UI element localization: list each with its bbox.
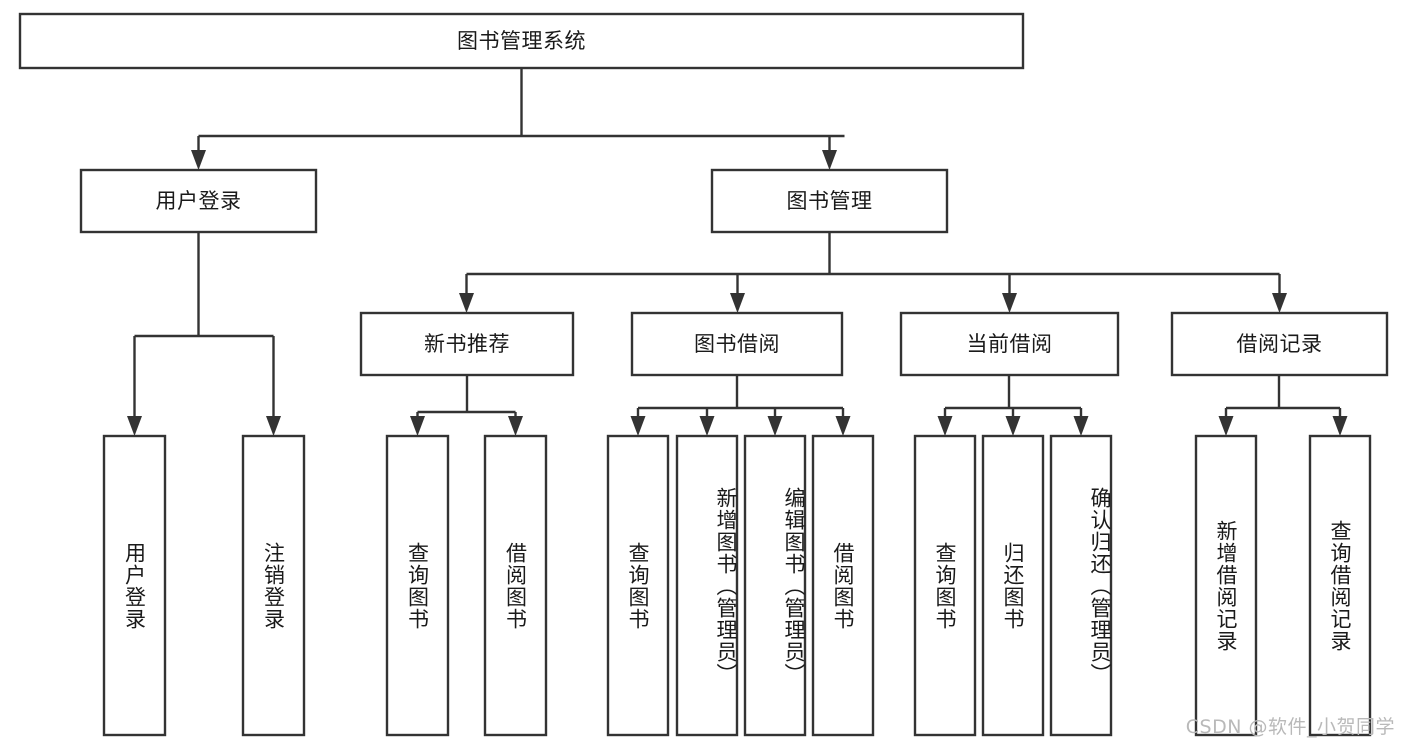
node-book-manage[interactable]: 图书管理	[710, 168, 949, 234]
node-new-book-recommend[interactable]: 新书推荐	[359, 311, 575, 377]
node-leaf-user-login[interactable]	[102, 434, 167, 737]
node-leaf-borrow-book-recommend[interactable]	[483, 434, 548, 737]
arrow-head-a-leaf-query-book-current	[937, 416, 953, 436]
connector-c-recommend-bus	[416, 375, 517, 418]
node-root[interactable]: 图书管理系统	[18, 12, 1025, 70]
node-box-new-book-recommend	[359, 311, 575, 377]
node-leaf-edit-book[interactable]	[743, 434, 807, 737]
node-box-root	[18, 12, 1025, 70]
node-box-leaf-borrow-book-recommend	[483, 434, 548, 737]
node-leaf-logout[interactable]	[241, 434, 306, 737]
arrow-head-a-leaf-return-book	[1005, 416, 1021, 436]
arrow-head-a-new-book-recommend	[459, 293, 474, 313]
connector-lines-group	[133, 68, 1342, 418]
connector-c-bookmanage-bus	[465, 232, 1281, 295]
node-label-current-borrow: 当前借阅	[967, 332, 1053, 356]
node-leaf-query-book-borrow[interactable]	[606, 434, 670, 737]
node-label-book-manage: 图书管理	[787, 189, 873, 213]
node-box-book-borrow	[630, 311, 844, 377]
arrow-head-a-leaf-add-borrow-record	[1218, 416, 1234, 436]
node-box-leaf-user-login	[102, 434, 167, 737]
arrow-head-a-leaf-logout	[266, 416, 281, 436]
node-label-book-borrow: 图书借阅	[694, 332, 780, 356]
arrow-head-a-leaf-user-login	[127, 416, 142, 436]
node-leaf-return-book[interactable]	[981, 434, 1045, 737]
node-borrow-record[interactable]: 借阅记录	[1170, 311, 1389, 377]
connector-c-borrow-bus	[636, 375, 845, 418]
node-leaf-add-borrow-record[interactable]	[1194, 434, 1258, 737]
arrow-head-a-leaf-edit-book	[767, 416, 783, 436]
node-box-leaf-edit-book	[743, 434, 807, 737]
connector-c-userlogin-bus	[133, 232, 275, 418]
node-box-leaf-confirm-return	[1049, 434, 1113, 737]
arrow-head-a-borrow-record	[1272, 293, 1287, 313]
node-box-leaf-add-borrow-record	[1194, 434, 1258, 737]
node-user-login[interactable]: 用户登录	[79, 168, 318, 234]
node-label-root: 图书管理系统	[457, 29, 586, 53]
node-box-book-manage	[710, 168, 949, 234]
connector-c-current-bus	[943, 375, 1083, 418]
arrow-head-a-leaf-add-book	[699, 416, 715, 436]
node-leaf-borrow-book[interactable]	[811, 434, 875, 737]
node-label-user-login: 用户登录	[156, 189, 242, 213]
node-box-leaf-add-book	[675, 434, 739, 737]
node-leaf-add-book[interactable]	[675, 434, 739, 737]
node-label-new-book-recommend: 新书推荐	[424, 332, 510, 356]
arrow-head-a-user-login	[191, 150, 206, 170]
arrow-head-a-book-manage	[822, 150, 837, 170]
arrow-heads-group	[127, 150, 1348, 436]
node-leaf-query-book-recommend[interactable]	[385, 434, 450, 737]
node-current-borrow[interactable]: 当前借阅	[899, 311, 1120, 377]
arrow-head-a-leaf-query-book-borrow	[630, 416, 646, 436]
node-leaf-query-book-current[interactable]	[913, 434, 977, 737]
node-book-borrow[interactable]: 图书借阅	[630, 311, 844, 377]
arrow-head-a-leaf-confirm-return	[1073, 416, 1089, 436]
node-box-borrow-record	[1170, 311, 1389, 377]
node-box-leaf-borrow-book	[811, 434, 875, 737]
arrow-head-a-leaf-borrow-book	[835, 416, 851, 436]
node-box-leaf-query-book-current	[913, 434, 977, 737]
connector-c-root-bus	[197, 68, 845, 152]
node-box-leaf-query-book-recommend	[385, 434, 450, 737]
watermark-text: CSDN @软件_小贺同学	[1185, 716, 1395, 738]
node-leaf-confirm-return[interactable]	[1049, 434, 1113, 737]
node-box-leaf-query-borrow-record	[1308, 434, 1372, 737]
arrow-head-a-leaf-query-book-recommend	[410, 416, 425, 436]
node-leaf-query-borrow-record[interactable]	[1308, 434, 1372, 737]
node-label-borrow-record: 借阅记录	[1237, 332, 1323, 356]
node-box-current-borrow	[899, 311, 1120, 377]
arrow-head-a-book-borrow	[730, 293, 745, 313]
node-box-leaf-return-book	[981, 434, 1045, 737]
node-box-leaf-query-book-borrow	[606, 434, 670, 737]
arrow-head-a-leaf-borrow-book-recommend	[508, 416, 523, 436]
arrow-head-a-current-borrow	[1002, 293, 1017, 313]
connector-c-record-bus	[1224, 375, 1342, 418]
node-box-user-login	[79, 168, 318, 234]
arrow-head-a-leaf-query-borrow-record	[1332, 416, 1348, 436]
node-box-leaf-logout	[241, 434, 306, 737]
